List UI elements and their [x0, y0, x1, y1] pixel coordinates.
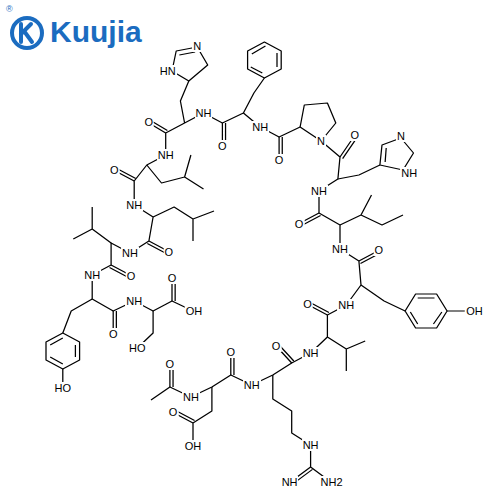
- atom-label: O: [164, 246, 175, 258]
- atom-label: O: [294, 218, 305, 230]
- atom-label: O: [271, 340, 282, 352]
- atom-label: NH: [310, 185, 328, 197]
- atom-label: NH: [125, 295, 143, 307]
- atom-label: NH: [157, 149, 175, 161]
- atom-label: NH: [281, 476, 299, 488]
- atom-label: NH: [337, 299, 355, 311]
- atom-label: OH: [184, 440, 203, 452]
- atom-label: NH: [302, 347, 320, 359]
- atom-label: NH: [400, 167, 418, 179]
- atom-label: N: [316, 135, 326, 147]
- atom-label: NH: [243, 379, 261, 391]
- atom-label: O: [302, 298, 313, 310]
- atom-label: O: [108, 328, 119, 340]
- atom-label: O: [168, 406, 179, 418]
- atom-label: OH: [465, 305, 484, 317]
- bond-group: [46, 42, 474, 483]
- trademark-mark: ®: [6, 4, 13, 14]
- atom-label: N: [396, 130, 406, 142]
- backbone-bonds: [92, 113, 361, 400]
- atom-label: O: [109, 164, 120, 176]
- atom-label: O: [144, 116, 155, 128]
- atom-label: HO: [54, 382, 73, 394]
- atom-label: N: [192, 40, 202, 52]
- atom-label: OH: [185, 305, 204, 317]
- atom-label: O: [274, 154, 285, 166]
- atom-label: NH: [121, 247, 139, 259]
- atom-label: O: [165, 358, 176, 370]
- logo-letter-shape: [21, 24, 32, 42]
- logo-icon: [12, 18, 42, 48]
- atom-label: NH: [182, 391, 200, 403]
- atom-label: O: [374, 244, 385, 256]
- atom-label: O: [126, 270, 137, 282]
- atom-label: HN: [159, 65, 177, 77]
- carbonyl-bonds: [110, 121, 380, 484]
- atom-label: NH: [125, 199, 143, 211]
- ring-bonds: [46, 42, 447, 369]
- atom-label: HO: [128, 342, 147, 354]
- logo-text: Kuujia: [50, 16, 142, 48]
- atom-label: O: [226, 346, 237, 358]
- side-chain-bonds: [63, 78, 475, 481]
- atom-label: NH: [251, 121, 269, 133]
- atom-label: O: [349, 129, 360, 141]
- atom-label: NH: [302, 439, 320, 451]
- atom-label: NH: [83, 269, 101, 281]
- atom-label: O: [167, 272, 178, 284]
- atom-label: NH2: [320, 476, 344, 488]
- atom-label: O: [217, 140, 228, 152]
- atom-label: NH: [195, 107, 213, 119]
- logo-ring: [12, 18, 42, 48]
- atom-label: NH: [331, 243, 349, 255]
